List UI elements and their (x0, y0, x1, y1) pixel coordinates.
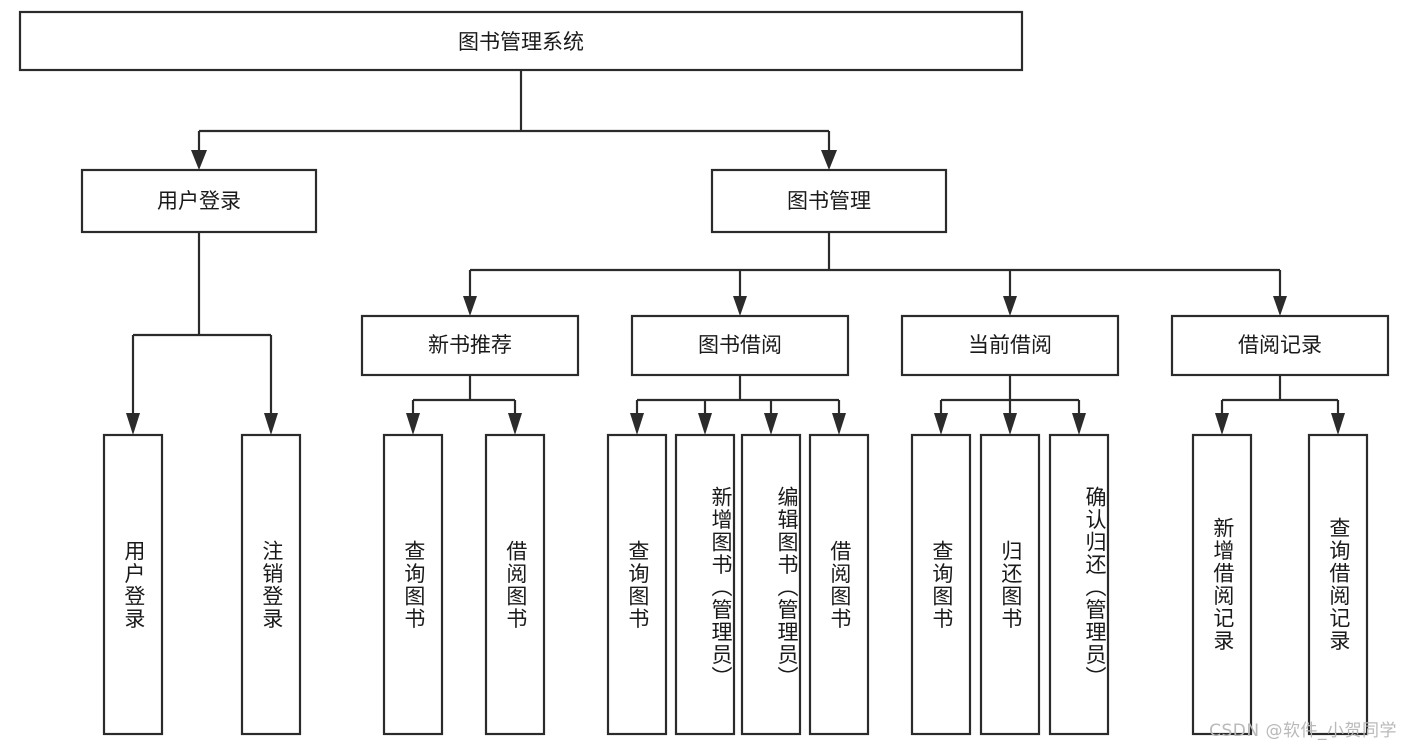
node-box-leaf-borrow-book-1[interactable] (484, 433, 546, 736)
arrowhead-new-book-recommend (463, 296, 477, 316)
node-label-leaf-add-book-admin: 新增图书（管理员） (709, 486, 733, 689)
node-box-leaf-query-borrow-record[interactable] (1307, 433, 1369, 736)
arrowhead-user-login (191, 150, 207, 170)
node-label-title: 图书管理系统 (458, 30, 584, 54)
node-label-new-book-recommend: 新书推荐 (428, 333, 512, 357)
node-box-leaf-edit-book-admin[interactable] (740, 433, 802, 736)
arrowhead-leaf-query-book-2 (630, 413, 644, 435)
connector-group-book-borrow (630, 375, 846, 435)
arrowhead-leaf-query-book-1 (406, 413, 420, 435)
arrowhead-leaf-query-book-3 (934, 413, 948, 435)
node-label-book-management: 图书管理 (787, 189, 871, 213)
connector-group-root (191, 70, 837, 170)
node-box-leaf-add-borrow-record[interactable] (1191, 433, 1253, 736)
node-box-new-book-recommend[interactable] (360, 314, 580, 377)
node-box-leaf-user-login[interactable] (102, 433, 164, 736)
node-box-title[interactable] (18, 10, 1024, 72)
arrowhead-leaf-edit-book-admin (764, 413, 778, 435)
arrowhead-leaf-logout-login (264, 413, 278, 435)
node-box-leaf-logout-login[interactable] (240, 433, 302, 736)
node-label-leaf-query-book-2: 查询图书 (625, 539, 650, 630)
arrowhead-leaf-return-book (1003, 413, 1017, 435)
node-label-book-borrow: 图书借阅 (698, 333, 782, 357)
node-label-leaf-add-borrow-record: 新增借阅记录 (1210, 517, 1235, 652)
node-label-leaf-query-book-3: 查询图书 (929, 539, 954, 630)
node-label-leaf-borrow-book-1: 借阅图书 (503, 539, 528, 630)
connector-group-book-management (463, 232, 1287, 316)
node-box-current-borrow[interactable] (900, 314, 1120, 377)
node-label-leaf-query-book-1: 查询图书 (401, 539, 426, 630)
node-box-borrow-record[interactable] (1170, 314, 1390, 377)
arrowhead-leaf-user-login (126, 413, 140, 435)
arrowhead-book-borrow (733, 296, 747, 316)
node-label-user-login: 用户登录 (157, 189, 241, 213)
arrowhead-current-borrow (1003, 296, 1017, 316)
node-label-leaf-return-book: 归还图书 (998, 539, 1023, 630)
node-box-book-management[interactable] (710, 168, 948, 234)
arrowhead-leaf-confirm-return-admin (1072, 413, 1086, 435)
node-box-book-borrow[interactable] (630, 314, 850, 377)
node-label-leaf-borrow-book-2: 借阅图书 (827, 539, 852, 630)
node-label-leaf-user-login: 用户登录 (121, 539, 146, 630)
connector-group-new-book-recommend (406, 375, 522, 435)
node-label-borrow-record: 借阅记录 (1238, 333, 1322, 357)
arrowhead-leaf-add-book-admin (698, 413, 712, 435)
node-label-leaf-logout-login: 注销登录 (259, 539, 284, 630)
arrowhead-borrow-record (1273, 296, 1287, 316)
arrowhead-book-management (821, 150, 837, 170)
node-box-leaf-confirm-return-admin[interactable] (1048, 433, 1110, 736)
arrowhead-leaf-borrow-book-1 (508, 413, 522, 435)
connector-group-user-login (126, 232, 278, 435)
node-box-user-login[interactable] (80, 168, 318, 234)
connector-group-current-borrow (934, 375, 1086, 435)
node-box-leaf-return-book[interactable] (979, 433, 1041, 736)
node-box-leaf-borrow-book-2[interactable] (808, 433, 870, 736)
node-box-leaf-query-book-3[interactable] (910, 433, 972, 736)
connector-group-borrow-record (1215, 375, 1345, 435)
node-box-leaf-add-book-admin[interactable] (674, 433, 736, 736)
node-box-leaf-query-book-1[interactable] (382, 433, 444, 736)
node-label-leaf-confirm-return-admin: 确认归还（管理员） (1083, 486, 1107, 689)
node-label-leaf-edit-book-admin: 编辑图书（管理员） (775, 486, 799, 689)
arrowhead-leaf-query-borrow-record (1331, 413, 1345, 435)
node-label-current-borrow: 当前借阅 (968, 333, 1052, 357)
arrowhead-leaf-add-borrow-record (1215, 413, 1229, 435)
node-label-leaf-query-borrow-record: 查询借阅记录 (1326, 517, 1351, 652)
arrowhead-leaf-borrow-book-2 (832, 413, 846, 435)
watermark-text: CSDN @软件_小贺同学 (1209, 721, 1397, 741)
node-box-leaf-query-book-2[interactable] (606, 433, 668, 736)
